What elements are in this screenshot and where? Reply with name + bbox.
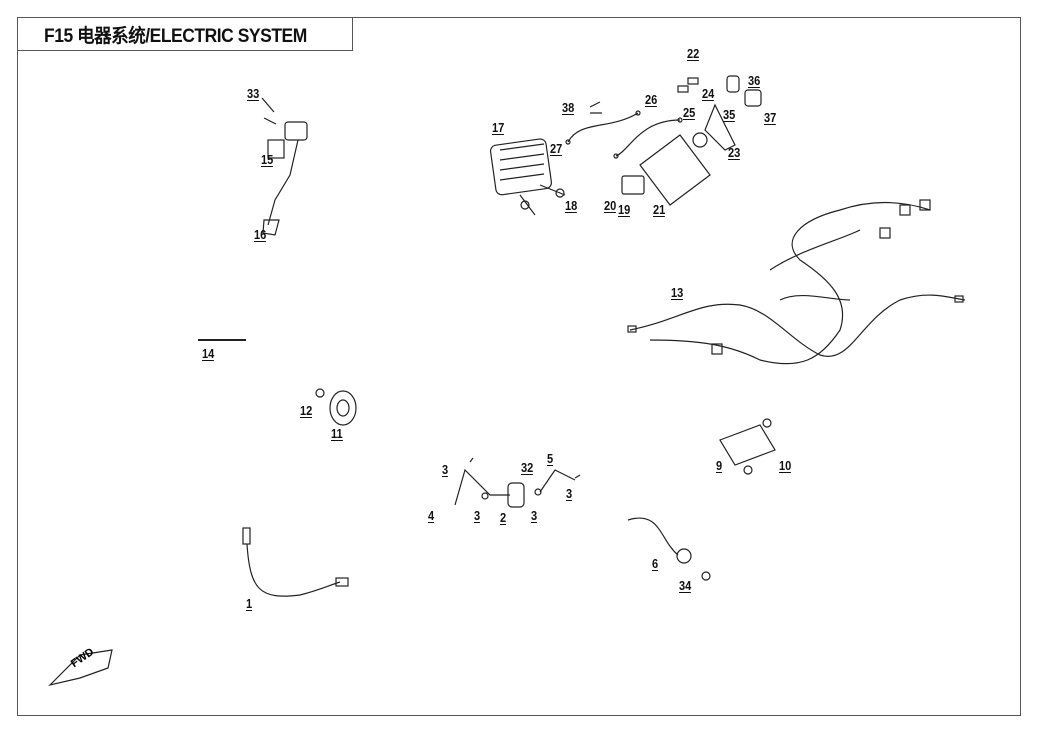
- callout-23: 23: [728, 145, 741, 160]
- part-main-harness: [627, 199, 966, 365]
- part-fuse-box: [677, 75, 762, 151]
- callout-4: 4: [428, 508, 435, 523]
- fwd-arrow-icon: [48, 649, 113, 687]
- callout-2: 2: [500, 510, 507, 525]
- callout-19: 19: [618, 202, 631, 217]
- callout-1: 1: [246, 596, 253, 611]
- part-horn: [315, 388, 357, 426]
- callout-27: 27: [550, 141, 563, 156]
- callout-36: 36: [748, 73, 761, 88]
- callout-13: 13: [671, 285, 684, 300]
- callout-24: 24: [702, 86, 715, 101]
- callout-5: 5: [547, 451, 554, 466]
- part-ignition-coil: [261, 97, 308, 236]
- diagram-title: F15 电器系统/ELECTRIC SYSTEM: [44, 26, 307, 47]
- callout-3c: 3: [531, 508, 538, 523]
- callout-11: 11: [331, 426, 343, 441]
- callout-33: 33: [247, 86, 260, 101]
- callout-26: 26: [645, 92, 658, 107]
- callout-6: 6: [652, 556, 659, 571]
- callout-32: 32: [521, 460, 534, 475]
- part-regulator: [489, 138, 566, 216]
- part-battery-cables: [565, 101, 683, 159]
- callout-37: 37: [764, 110, 777, 125]
- callout-18: 18: [565, 198, 578, 213]
- callout-9: 9: [716, 458, 723, 473]
- callout-10: 10: [779, 458, 792, 473]
- callout-21: 21: [653, 202, 666, 217]
- part-fuel-pump-lines: [454, 457, 581, 508]
- callout-14: 14: [202, 346, 215, 361]
- callout-25: 25: [683, 105, 696, 120]
- callout-34: 34: [679, 578, 692, 593]
- callout-17: 17: [492, 120, 505, 135]
- callout-3b: 3: [474, 508, 481, 523]
- diagram-frame: [17, 17, 1021, 716]
- callout-22: 22: [687, 46, 700, 61]
- part-sensor-6: [627, 517, 711, 581]
- part-ecu: [719, 418, 776, 475]
- callout-15: 15: [261, 152, 274, 167]
- part-o2-sensor: [242, 527, 349, 597]
- callout-35: 35: [723, 107, 736, 122]
- callout-3a: 3: [442, 462, 449, 477]
- callout-20: 20: [604, 198, 617, 213]
- callout-16: 16: [254, 227, 267, 242]
- part-battery: [639, 134, 711, 206]
- callout-3d: 3: [566, 486, 573, 501]
- callout-12: 12: [300, 403, 313, 418]
- part-relay: [621, 175, 645, 195]
- title-box: [17, 17, 353, 51]
- callout-38: 38: [562, 100, 575, 115]
